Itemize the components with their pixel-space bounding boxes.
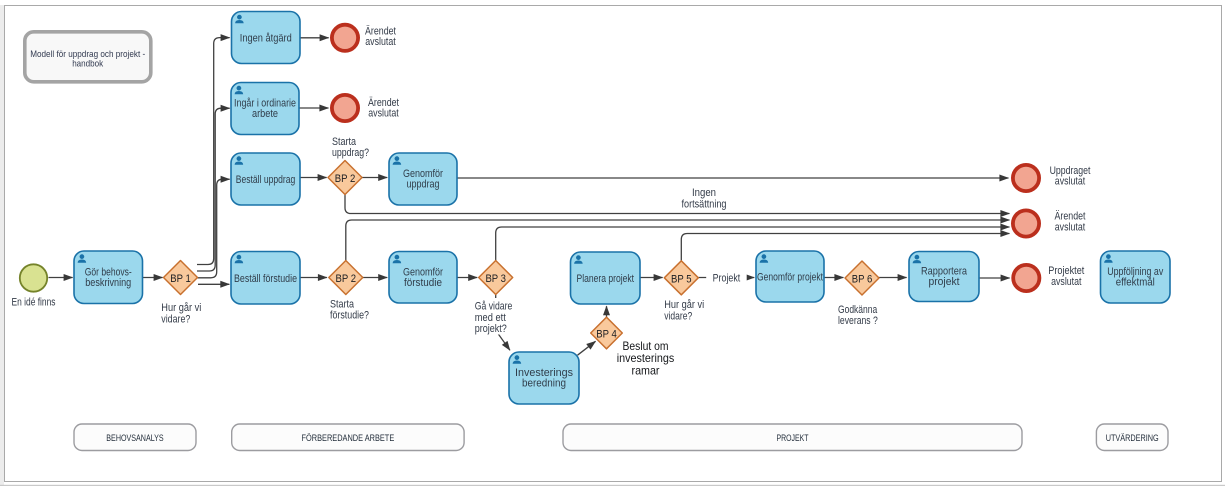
- svg-text:förstudie?: förstudie?: [330, 309, 369, 321]
- svg-text:FÖRBEREDANDE ARBETE: FÖRBEREDANDE ARBETE: [302, 433, 395, 444]
- svg-text:leverans ?: leverans ?: [838, 315, 878, 327]
- svg-text:vidare?: vidare?: [161, 313, 190, 325]
- svg-text:Investerings: Investerings: [515, 367, 574, 379]
- svg-text:vidare?: vidare?: [664, 310, 692, 322]
- svg-text:BP 1: BP 1: [170, 273, 191, 285]
- svg-text:med ett: med ett: [475, 312, 506, 324]
- svg-text:ramar: ramar: [632, 363, 660, 377]
- svg-text:Uppföljning av: Uppföljning av: [1107, 266, 1163, 278]
- svg-text:Rapportera: Rapportera: [921, 266, 967, 278]
- svg-text:avslutat: avslutat: [1055, 221, 1086, 233]
- svg-text:Planera projekt: Planera projekt: [577, 273, 635, 285]
- svg-text:Ingen: Ingen: [692, 187, 716, 199]
- svg-text:avslutat: avslutat: [365, 36, 396, 48]
- svg-text:avslutat: avslutat: [368, 108, 399, 120]
- svg-text:handbok: handbok: [72, 58, 103, 69]
- svg-text:Ingår i ordinarie: Ingår i ordinarie: [234, 98, 296, 110]
- svg-text:Starta: Starta: [332, 136, 356, 148]
- svg-text:BP 2: BP 2: [336, 273, 357, 285]
- svg-text:Projektet: Projektet: [1048, 265, 1084, 277]
- svg-text:Ärendet: Ärendet: [1055, 211, 1086, 223]
- svg-text:En idé finns: En idé finns: [12, 297, 56, 309]
- svg-text:BP 3: BP 3: [485, 273, 506, 285]
- svg-text:arbete: arbete: [252, 108, 278, 120]
- svg-text:BP 6: BP 6: [852, 274, 873, 286]
- svg-text:Genomför: Genomför: [403, 168, 443, 180]
- svg-text:Ärendet: Ärendet: [368, 97, 399, 109]
- svg-text:projekt?: projekt?: [475, 323, 507, 335]
- svg-text:Beställ uppdrag: Beställ uppdrag: [236, 174, 296, 186]
- svg-text:PROJEKT: PROJEKT: [777, 433, 809, 444]
- svg-text:avslutat: avslutat: [1055, 176, 1085, 188]
- svg-text:Projekt: Projekt: [713, 272, 741, 284]
- svg-text:BP 2: BP 2: [335, 173, 356, 185]
- svg-text:effektmål: effektmål: [1116, 277, 1155, 289]
- svg-text:UTVÄRDERING: UTVÄRDERING: [1106, 433, 1159, 444]
- svg-text:beredning: beredning: [522, 378, 566, 390]
- svg-text:avslutat: avslutat: [1051, 276, 1081, 288]
- svg-text:Beställ förstudie: Beställ förstudie: [234, 273, 297, 285]
- svg-text:Uppdraget: Uppdraget: [1050, 165, 1091, 177]
- svg-text:BP 4: BP 4: [596, 329, 617, 341]
- svg-text:Genomför projekt: Genomför projekt: [757, 272, 823, 284]
- svg-text:uppdrag: uppdrag: [407, 179, 440, 191]
- svg-text:BP 5: BP 5: [671, 273, 692, 285]
- svg-text:projekt: projekt: [929, 276, 960, 288]
- svg-text:investerings: investerings: [617, 351, 675, 365]
- svg-text:förstudie: förstudie: [404, 277, 442, 289]
- svg-text:Modell för uppdrag och projekt: Modell för uppdrag och projekt -: [30, 49, 145, 60]
- svg-text:beskrivning: beskrivning: [85, 277, 131, 289]
- svg-text:uppdrag?: uppdrag?: [332, 147, 369, 159]
- svg-text:Hur går vi: Hur går vi: [161, 302, 201, 314]
- svg-text:BEHOVSANALYS: BEHOVSANALYS: [106, 433, 163, 444]
- svg-text:Gå vidare: Gå vidare: [475, 301, 513, 313]
- svg-text:Beslut om: Beslut om: [623, 339, 669, 353]
- svg-text:Starta: Starta: [330, 298, 354, 310]
- svg-text:fortsättning: fortsättning: [682, 198, 727, 210]
- svg-text:Genomför: Genomför: [403, 266, 443, 278]
- svg-text:Ingen åtgärd: Ingen åtgärd: [240, 33, 292, 45]
- svg-text:Gör behovs-: Gör behovs-: [85, 266, 132, 278]
- svg-text:Hur går vi: Hur går vi: [664, 299, 704, 311]
- svg-text:Ärendet: Ärendet: [365, 25, 396, 37]
- svg-text:Godkänna: Godkänna: [838, 304, 877, 316]
